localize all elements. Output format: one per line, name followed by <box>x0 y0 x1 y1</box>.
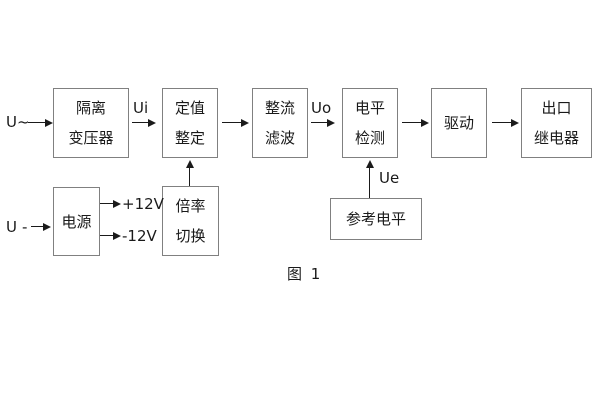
block-label: 继电器 <box>533 129 579 147</box>
block-label: 整定 <box>174 129 205 147</box>
block-isolation-transformer: 隔离 变压器 <box>53 88 129 158</box>
signal-uo-label: Uo <box>311 99 332 117</box>
rail-neg12v-label: -12V <box>122 227 157 245</box>
block-label: 隔离 <box>75 99 106 117</box>
block-label: 变压器 <box>68 129 114 147</box>
signal-ui-label: Ui <box>133 99 149 117</box>
block-power-supply: 电源 <box>53 187 100 256</box>
arrow-detect-to-driver-line <box>402 122 422 123</box>
arrow-ac-input-line <box>28 122 47 123</box>
block-label: 整流 <box>264 99 295 117</box>
block-label: 倍率 <box>175 197 206 215</box>
signal-ue-label: Ue <box>379 169 400 187</box>
arrow-ac-input-head-icon <box>45 119 53 127</box>
arrow-setting-to-rectifier-head-icon <box>241 119 249 127</box>
input-ac-label: U~ <box>6 113 30 131</box>
block-label: 电平 <box>354 99 385 117</box>
arrow-detect-to-driver-head-icon <box>421 119 429 127</box>
figure-caption: 图 1 <box>287 265 323 283</box>
arrow-pos12v-head-icon <box>113 200 121 208</box>
block-level-detect: 电平 检测 <box>342 88 398 158</box>
block-label: 切换 <box>175 227 206 245</box>
arrow-setting-to-rectifier-line <box>222 122 242 123</box>
arrow-dc-input-head-icon <box>43 223 51 231</box>
block-rectifier-filter: 整流 滤波 <box>252 88 308 158</box>
block-label: 驱动 <box>443 114 474 132</box>
arrow-driver-to-relay-line <box>492 122 512 123</box>
input-dc-label: U- <box>6 218 33 236</box>
arrow-ratio-to-setting-head-icon <box>186 160 194 168</box>
block-label: 电源 <box>61 212 92 231</box>
block-driver: 驱动 <box>431 88 487 158</box>
arrow-neg12v-line <box>100 235 114 236</box>
arrow-uo-head-icon <box>327 119 335 127</box>
arrow-ratio-to-setting-line <box>189 167 190 186</box>
block-label: 出口 <box>541 99 572 117</box>
arrow-dc-input-line <box>31 226 44 227</box>
block-label: 定值 <box>174 99 205 117</box>
arrow-pos12v-line <box>100 203 114 204</box>
arrow-uo-line <box>311 122 328 123</box>
arrow-ui-head-icon <box>148 119 156 127</box>
arrow-ue-head-icon <box>366 160 374 168</box>
arrow-ui-line <box>132 122 149 123</box>
block-label: 参考电平 <box>345 210 406 228</box>
block-setting-adjust: 定值 整定 <box>162 88 218 158</box>
arrow-neg12v-head-icon <box>113 232 121 240</box>
block-label: 检测 <box>354 129 385 147</box>
block-label: 滤波 <box>264 129 295 147</box>
arrow-ue-line <box>369 167 370 198</box>
block-output-relay: 出口 继电器 <box>521 88 592 158</box>
rail-pos12v-label: +12V <box>122 195 164 213</box>
arrow-driver-to-relay-head-icon <box>511 119 519 127</box>
block-ratio-switch: 倍率 切换 <box>162 186 219 256</box>
block-reference-level: 参考电平 <box>330 198 422 240</box>
